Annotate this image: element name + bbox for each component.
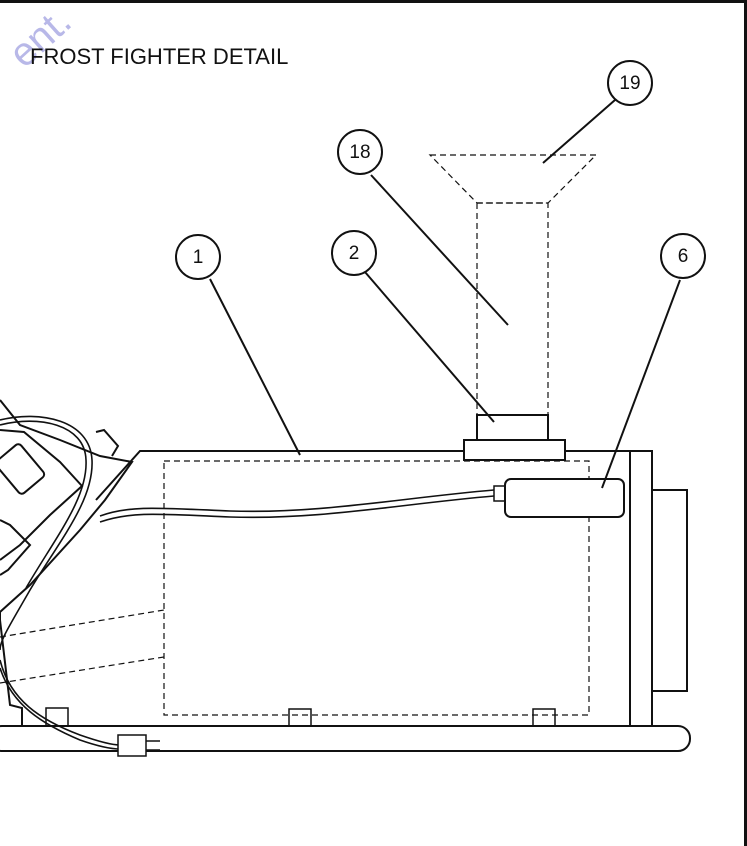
thermostat-cable	[99, 489, 495, 523]
power-cord	[0, 415, 121, 750]
base-tabs	[45, 707, 556, 727]
hidden-lines	[0, 609, 165, 684]
callout-19: 19	[607, 60, 653, 106]
exhaust-collar	[463, 439, 566, 461]
callout-label: 19	[619, 73, 640, 94]
leader-lines	[209, 99, 681, 489]
sensor-connector	[493, 485, 506, 502]
blower-assembly	[0, 399, 134, 726]
cord-plug	[117, 734, 160, 757]
rear-panel	[651, 489, 688, 692]
callout-label: 1	[193, 247, 204, 268]
internal-chamber-outline	[163, 460, 590, 716]
callout-2: 2	[331, 230, 377, 276]
diagram-title: FROST FIGHTER DETAIL	[30, 44, 288, 69]
adapter-ring	[476, 414, 549, 441]
callout-6: 6	[660, 233, 706, 279]
thermostat-sensor	[504, 478, 625, 518]
callout-label: 2	[349, 243, 360, 264]
callout-label: 6	[678, 246, 689, 267]
heater-housing	[95, 450, 653, 727]
exhaust-duct	[428, 154, 598, 416]
callout-18: 18	[337, 129, 383, 175]
callout-1: 1	[175, 234, 221, 280]
callout-label: 18	[349, 142, 370, 163]
